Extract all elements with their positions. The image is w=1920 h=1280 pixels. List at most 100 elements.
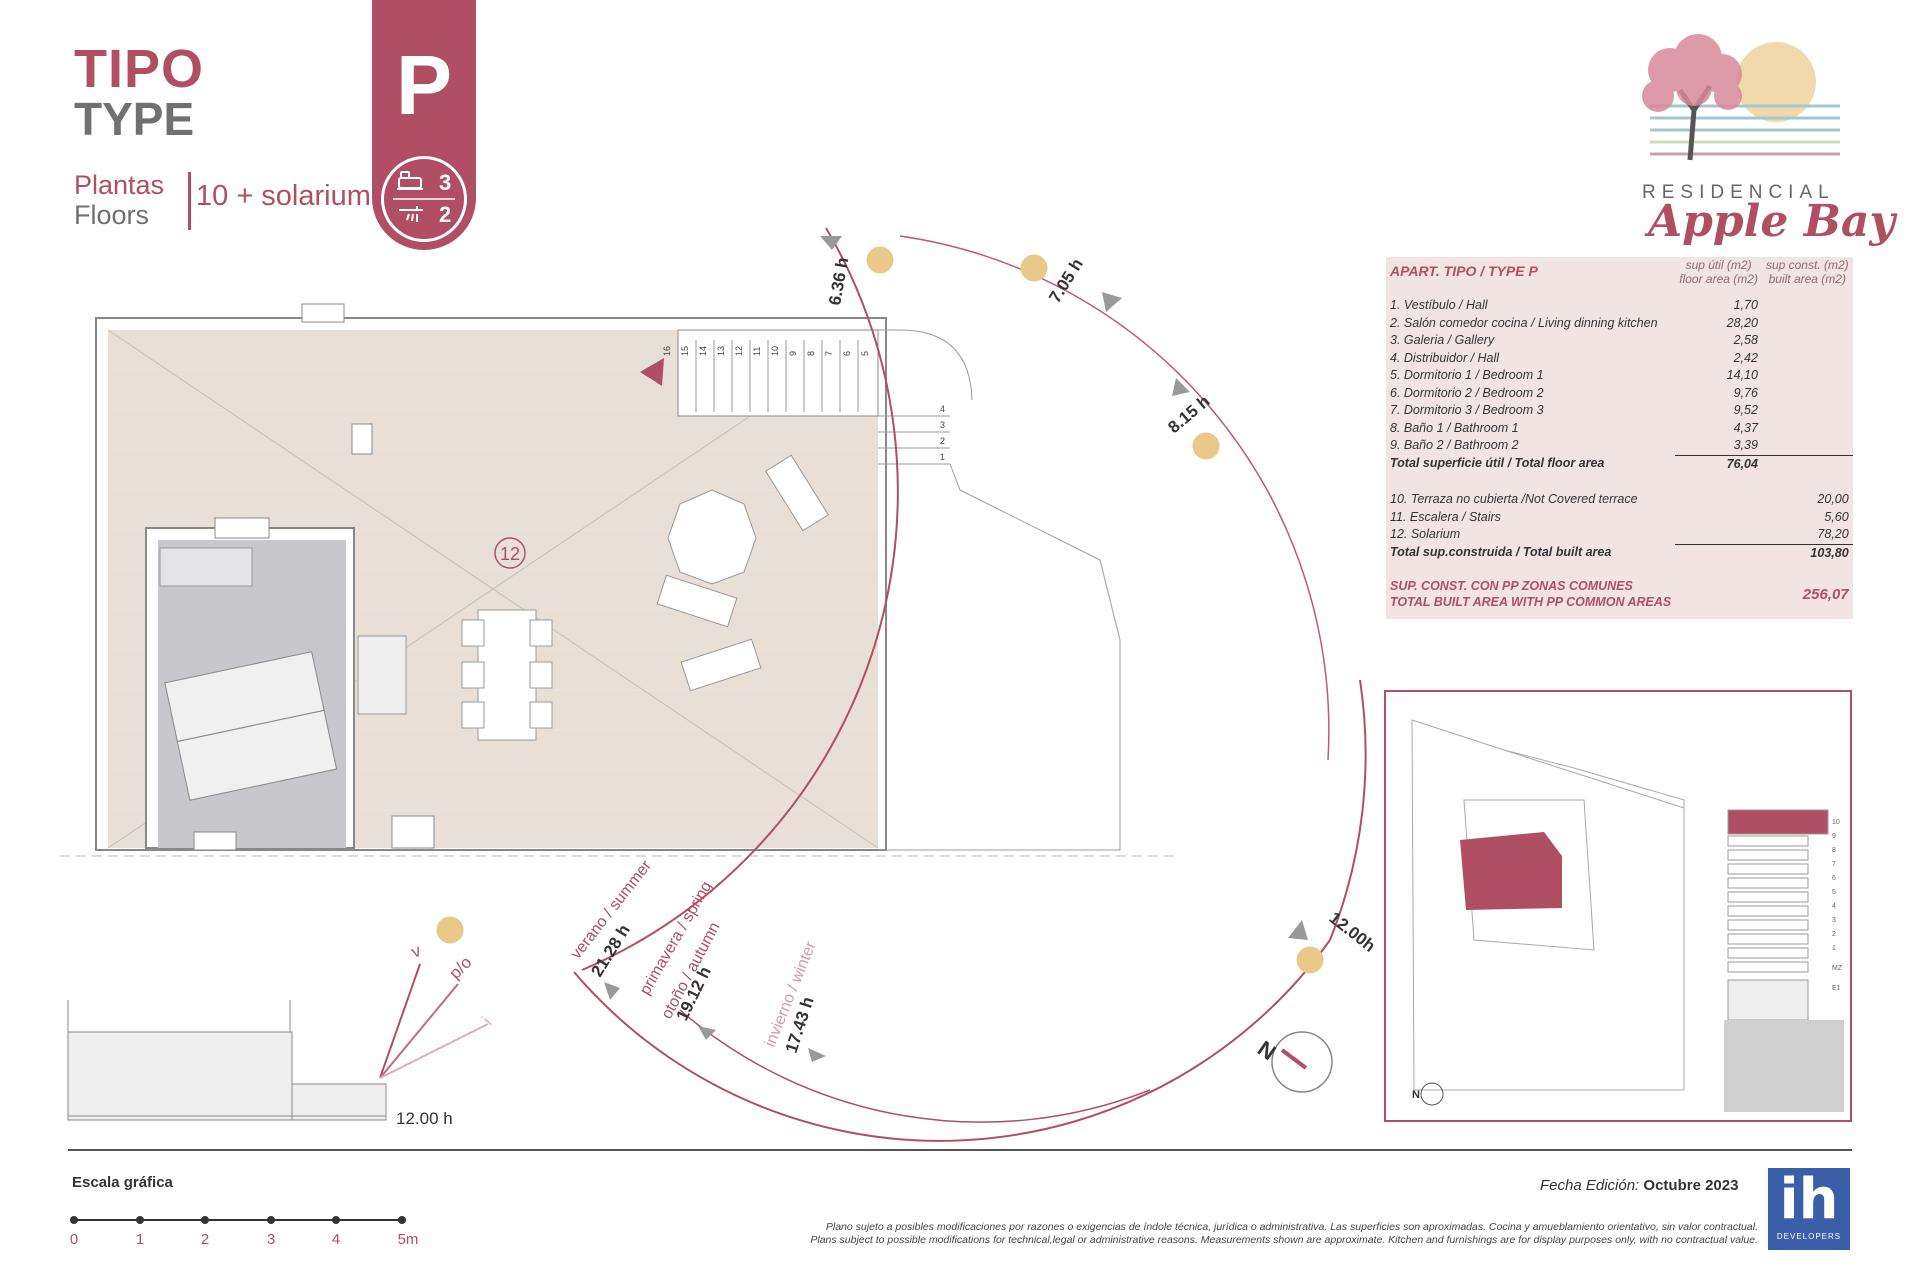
section-sun-rays xyxy=(379,963,489,1079)
scale-title: Escala gráfica xyxy=(72,1174,173,1191)
svg-text:13: 13 xyxy=(716,346,726,356)
developer-logo: ih DEVELOPERS xyxy=(1768,1168,1850,1250)
developer-logo-mark: ih xyxy=(1779,1167,1839,1232)
svg-text:5m: 5m xyxy=(398,1231,419,1248)
svg-text:15: 15 xyxy=(680,346,690,356)
tree-logo xyxy=(1642,34,1840,161)
vent-cap xyxy=(214,517,270,539)
svg-text:3: 3 xyxy=(267,1231,275,1248)
svg-text:v: v xyxy=(409,941,424,962)
svg-text:9: 9 xyxy=(1832,833,1836,840)
compass-needle xyxy=(1280,1048,1308,1070)
logo-sun xyxy=(1736,42,1816,122)
chairs xyxy=(461,619,553,729)
sun-loungers xyxy=(656,454,829,692)
vent xyxy=(159,547,253,587)
vent-cap xyxy=(351,423,373,455)
svg-text:16: 16 xyxy=(662,346,672,356)
key-compass-north: N xyxy=(1412,1089,1420,1101)
chimney xyxy=(301,303,345,323)
logo-blossom xyxy=(1642,34,1742,112)
logo-apple-bay: Apple Bay xyxy=(1648,196,1895,247)
svg-text:11: 11 xyxy=(752,347,762,356)
edition-date: Fecha Edición: Octubre 2023 xyxy=(1540,1177,1739,1194)
rooms-badge xyxy=(381,156,467,242)
stair-arrow-icon xyxy=(640,358,664,386)
svg-text:7: 7 xyxy=(1832,861,1836,868)
area-table-title: APART. TIPO / TYPE P xyxy=(1390,263,1538,280)
col1-sub: floor area (m2) xyxy=(1679,272,1758,286)
title-tipo: TIPO xyxy=(74,39,205,99)
svg-text:2: 2 xyxy=(940,436,945,446)
elevation xyxy=(1727,809,1829,1021)
bedrooms-count: 3 xyxy=(439,170,451,195)
total-floor-row: Total superficie útil / Total floor area… xyxy=(1390,456,1758,471)
compass-north: N xyxy=(1253,1036,1280,1066)
staircase xyxy=(677,329,879,417)
svg-text:6: 6 xyxy=(842,351,852,356)
compass xyxy=(1271,1031,1333,1093)
area-table: APART. TIPO / TYPE P sup útil (m2)floor … xyxy=(1386,257,1853,619)
sun-arc-outer xyxy=(581,227,899,971)
area-table-header: APART. TIPO / TYPE P sup útil (m2)floor … xyxy=(1386,257,1853,287)
svg-text:1: 1 xyxy=(940,452,945,462)
svg-text:6.36 h: 6.36 h xyxy=(825,256,852,307)
svg-text:2: 2 xyxy=(201,1231,209,1248)
vent-cap xyxy=(193,831,237,851)
ground xyxy=(1724,1020,1844,1112)
svg-text:3: 3 xyxy=(1832,917,1836,924)
svg-text:8: 8 xyxy=(806,351,816,356)
sun-arc-inner xyxy=(679,1009,1151,1123)
title-type: TYPE xyxy=(74,93,195,145)
logo-lines xyxy=(1650,104,1840,156)
level-labels: 10 9 8 7 6 5 4 3 2 1 MZ E1 xyxy=(1832,819,1843,992)
header-divider xyxy=(188,172,191,230)
svg-text:10: 10 xyxy=(770,346,780,356)
svg-text:14: 14 xyxy=(698,346,708,356)
outer-wall xyxy=(95,317,887,851)
svg-text:8: 8 xyxy=(1832,847,1836,854)
key-compass xyxy=(1420,1082,1444,1106)
dining-table xyxy=(477,609,537,741)
svg-text:7: 7 xyxy=(824,351,834,356)
sun-times: 6.36 h 7.05 h 8.15 h 12.00h xyxy=(825,255,1379,956)
building-section xyxy=(67,1000,387,1121)
section-time: 12.00 h xyxy=(396,1109,453,1128)
svg-text:1: 1 xyxy=(1832,945,1836,952)
svg-text:4: 4 xyxy=(332,1231,340,1248)
disclaimer-en: Plans subject to possible modifications … xyxy=(810,1234,1758,1246)
floors-value: 10 + solarium xyxy=(196,180,371,212)
label-plantas: Plantas xyxy=(74,170,165,200)
svg-text:5: 5 xyxy=(1832,889,1836,896)
key-plan: 10 9 8 7 6 5 4 3 2 1 MZ E1 N xyxy=(1384,690,1852,1122)
svg-text:MZ: MZ xyxy=(1832,965,1843,972)
svg-text:0: 0 xyxy=(70,1231,78,1248)
room-number: 12 xyxy=(500,544,520,564)
bathrooms-count: 2 xyxy=(439,202,451,227)
label-floors: Floors xyxy=(74,200,150,230)
col2-title: sup const. (m2) xyxy=(1765,258,1849,272)
umbrella xyxy=(667,489,757,585)
svg-text:8.15 h: 8.15 h xyxy=(1164,392,1213,438)
svg-text:p/o: p/o xyxy=(445,953,475,983)
svg-text:4: 4 xyxy=(940,404,945,414)
solar-panels xyxy=(164,651,338,801)
shower-icon xyxy=(399,206,423,222)
svg-text:i: i xyxy=(479,1013,496,1028)
col1-title: sup útil (m2) xyxy=(1685,258,1752,272)
svg-text:12: 12 xyxy=(734,346,744,356)
section-ray-labels: v p/o i xyxy=(409,941,496,1029)
sun-markers xyxy=(820,236,1308,940)
rooms-badge-icons: 3 2 xyxy=(393,170,455,227)
table-row: 2. Salón comedor cocina / Living dinning… xyxy=(1390,315,1758,330)
developer-logo-sub: DEVELOPERS xyxy=(1776,1232,1842,1241)
